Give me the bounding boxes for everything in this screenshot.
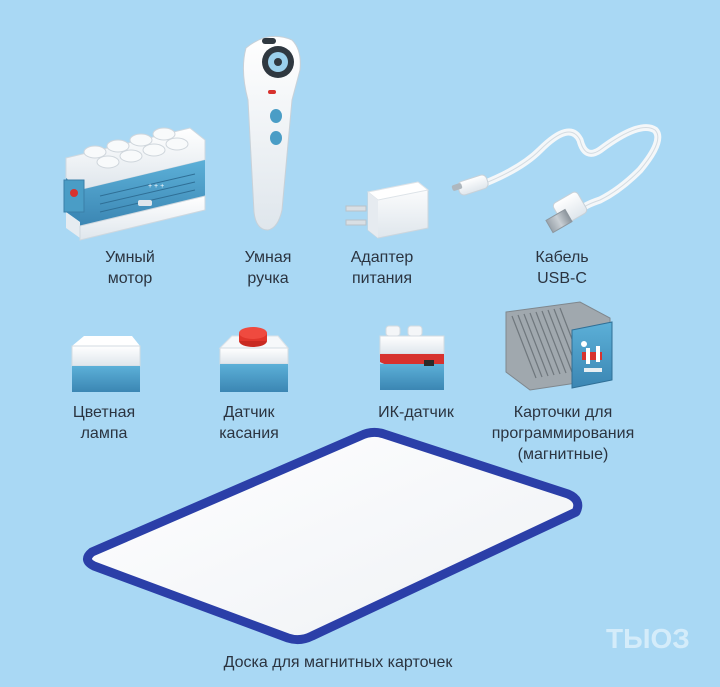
magnetic-board-image <box>83 427 583 645</box>
svg-text:+ + +: + + + <box>148 183 164 190</box>
label-magnetic-board: Доска для магнитных карточек <box>223 654 453 671</box>
label-ir-sensor: ИК-датчик <box>378 404 454 421</box>
watermark-text: ТЫОЗ <box>606 623 690 654</box>
label-usb-c-cable: Кабель USB-C <box>535 249 589 287</box>
programming-cards-image <box>505 301 613 391</box>
label-programming-cards: Карточки для программирования (магнитные… <box>491 404 635 463</box>
usb-a-plug-image <box>545 191 588 234</box>
label-touch-sensor: Датчик касания <box>219 404 279 442</box>
usb-c-plug-image <box>451 174 489 196</box>
label-power-adapter: Адаптер питания <box>350 249 414 287</box>
touch-sensor-image <box>218 327 290 392</box>
usb-c-cable-image <box>474 124 662 214</box>
power-adapter-image <box>345 181 430 239</box>
label-smart-pen: Умная ручка <box>244 249 292 287</box>
label-color-lamp: Цветная лампа <box>72 404 136 442</box>
color-lamp-image <box>71 336 141 392</box>
ir-sensor-image <box>379 325 445 390</box>
label-smart-motor: Умный мотор <box>105 249 155 287</box>
smart-motor-image: + + + <box>63 127 206 241</box>
smart-pen-image <box>242 35 301 231</box>
